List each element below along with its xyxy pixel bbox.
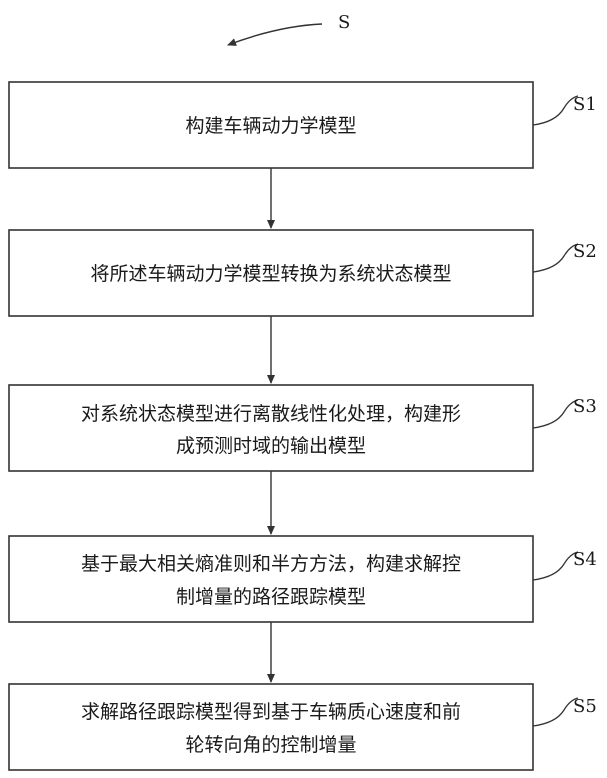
start-arrow [228, 24, 322, 45]
step-text-line: 成预测时域的输出模型 [176, 435, 366, 457]
step-text-line: 基于最大相关熵准则和半方方法，构建求解控 [81, 553, 461, 575]
step-label: S1 [573, 94, 597, 115]
step-leader-line [533, 244, 578, 272]
start-label: S [338, 12, 350, 33]
step-s4: 基于最大相关熵准则和半方方法，构建求解控 制增量的路径跟踪模型 S4 [9, 536, 597, 622]
step-leader-line [533, 400, 578, 428]
step-text-line: 制增量的路径跟踪模型 [176, 586, 366, 608]
step-text-line: 对系统状态模型进行离散线性化处理，构建形 [81, 403, 461, 425]
step-box [9, 684, 533, 770]
step-leader-line [533, 96, 578, 125]
step-text-line: 轮转向角的控制增量 [185, 734, 356, 756]
step-text-line: 求解路径跟踪模型得到基于车辆质心速度和前 [81, 701, 461, 723]
step-leader-line [533, 698, 578, 726]
step-text-line: 构建车辆动力学模型 [185, 115, 356, 137]
step-s5: 求解路径跟踪模型得到基于车辆质心速度和前 轮转向角的控制增量 S5 [9, 684, 597, 770]
step-label: S4 [573, 549, 597, 570]
step-text-line: 将所述车辆动力学模型转换为系统状态模型 [90, 263, 451, 285]
step-label: S2 [573, 241, 597, 262]
step-label: S5 [573, 696, 597, 717]
step-leader-line [533, 552, 578, 580]
step-s1: 构建车辆动力学模型 S1 [9, 82, 597, 168]
step-box [9, 385, 533, 471]
step-s3: 对系统状态模型进行离散线性化处理，构建形 成预测时域的输出模型 S3 [9, 385, 597, 471]
step-label: S3 [573, 396, 597, 417]
step-s2: 将所述车辆动力学模型转换为系统状态模型 S2 [9, 230, 597, 316]
step-box [9, 536, 533, 622]
